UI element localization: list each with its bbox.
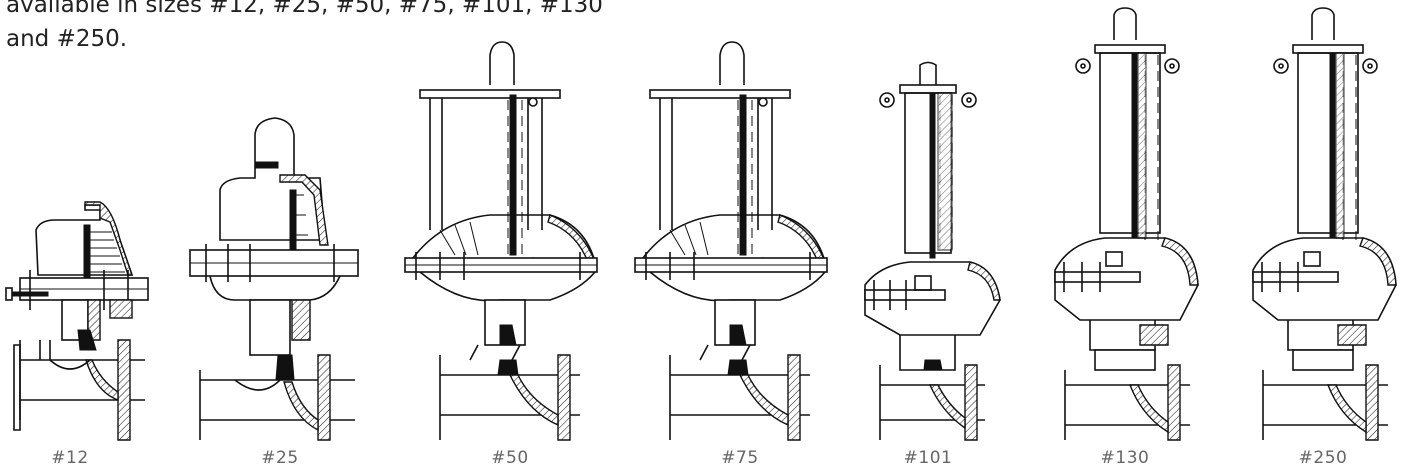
valve-drawing-101: #101	[860, 0, 1010, 470]
valve-250-illustration	[1252, 7, 1397, 441]
valve-label-130: #130	[1100, 448, 1150, 468]
valve-101-illustration	[864, 61, 1001, 441]
valve-drawing-25: #25	[180, 0, 370, 470]
intro-line-2: and #250.	[6, 26, 128, 52]
valve-label-250: #250	[1298, 448, 1348, 468]
valve-label-50: #50	[491, 448, 529, 468]
valve-label-75: #75	[721, 448, 759, 468]
valve-drawing-50: #50	[400, 0, 600, 470]
intro-line-1: available in sizes #12, #25, #50, #75, #…	[6, 0, 603, 18]
valve-75-illustration	[634, 41, 828, 441]
valve-drawing-250: #250	[1248, 0, 1398, 470]
valve-50-illustration	[404, 41, 598, 441]
valve-drawing-75: #75	[630, 0, 830, 470]
valve-130-illustration	[1054, 7, 1199, 441]
valve-25-illustration	[189, 117, 359, 441]
intro-text: available in sizes #12, #25, #50, #75, #…	[6, 0, 646, 56]
valve-drawing-130: #130	[1050, 0, 1200, 470]
valve-drawing-12: #12	[0, 0, 160, 470]
valve-12-illustration	[5, 201, 149, 441]
valve-label-25: #25	[261, 448, 299, 468]
valve-label-101: #101	[903, 448, 953, 468]
valve-label-12: #12	[51, 448, 89, 468]
